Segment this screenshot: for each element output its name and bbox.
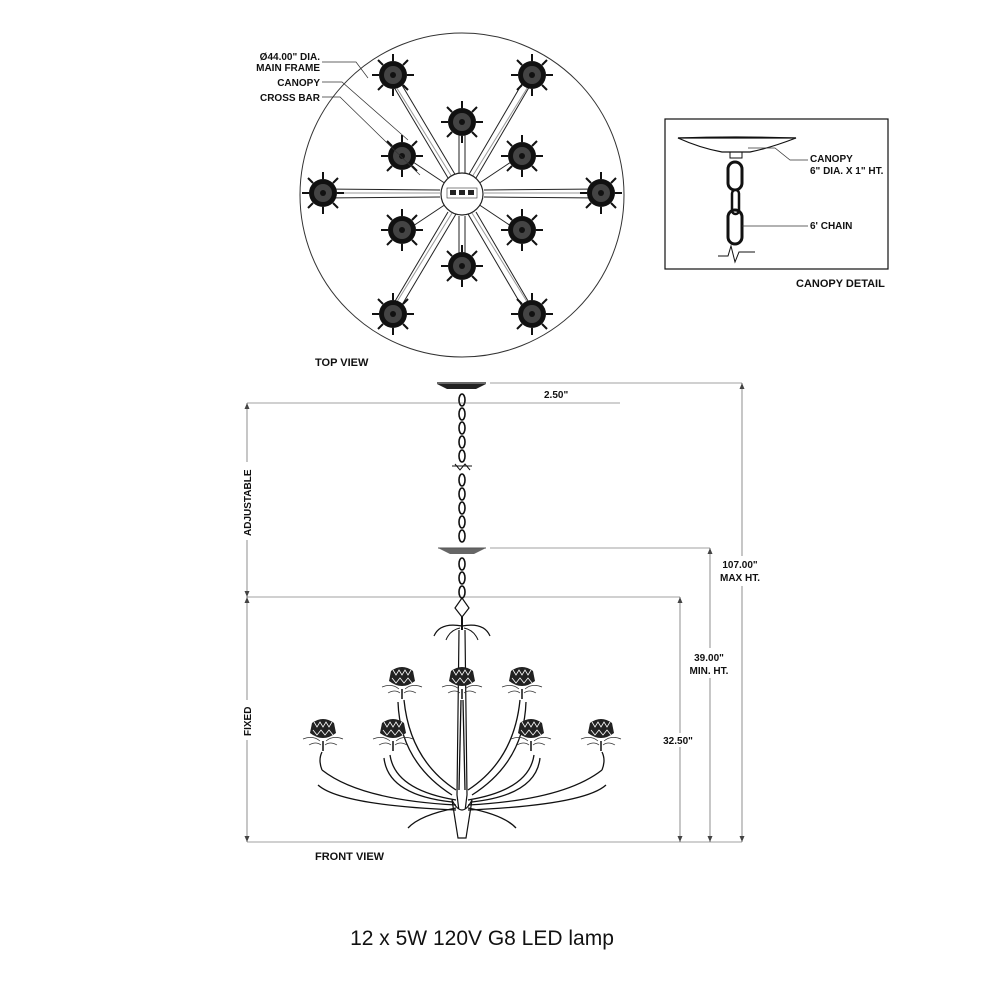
cross-bar-label: CROSS BAR: [260, 93, 321, 104]
canopy-detail-box: [664, 118, 889, 270]
fixed-label: FIXED: [243, 707, 254, 736]
detail-canopy-label: CANOPY: [810, 154, 853, 165]
main-frame-dia-label: Ø44.00" DIA.: [260, 52, 321, 63]
main-frame-label: MAIN FRAME: [256, 63, 320, 74]
fixture-height-dim: 32.50": [663, 736, 693, 747]
front-view-title: FRONT VIEW: [315, 851, 385, 863]
center-hub: [440, 172, 484, 216]
adjustable-label: ADJUSTABLE: [243, 469, 254, 536]
chain-icon: [718, 160, 755, 264]
max-height-label: MAX HT.: [720, 573, 760, 584]
main-frame-circle: [299, 32, 625, 358]
canopy-detail: CANOPY 6" DIA. X 1" HT. 6' CHAIN CANOPY …: [664, 118, 889, 290]
front-arms: [317, 699, 607, 829]
detail-canopy-size: 6" DIA. X 1" HT.: [810, 166, 884, 177]
min-height-label: MIN. HT.: [690, 666, 729, 677]
min-height-value: 39.00": [694, 653, 724, 664]
canopy-label: CANOPY: [277, 78, 320, 89]
lamp-caption: 12 x 5W 120V G8 LED lamp: [350, 927, 614, 950]
front-chain: [438, 393, 486, 599]
detail-chain-label: 6' CHAIN: [810, 221, 852, 232]
canopy-detail-title: CANOPY DETAIL: [796, 278, 885, 290]
front-lamp-heads: [302, 666, 622, 752]
top-view: Ø44.00" DIA. MAIN FRAME CANOPY CROSS BAR…: [256, 32, 625, 369]
top-view-title: TOP VIEW: [315, 357, 369, 369]
max-height-value: 107.00": [722, 560, 758, 571]
front-view: ADJUSTABLE FIXED 2.50" 107.00" MAX HT. 3…: [238, 382, 765, 863]
canopy-gap-dim: 2.50": [544, 390, 568, 401]
